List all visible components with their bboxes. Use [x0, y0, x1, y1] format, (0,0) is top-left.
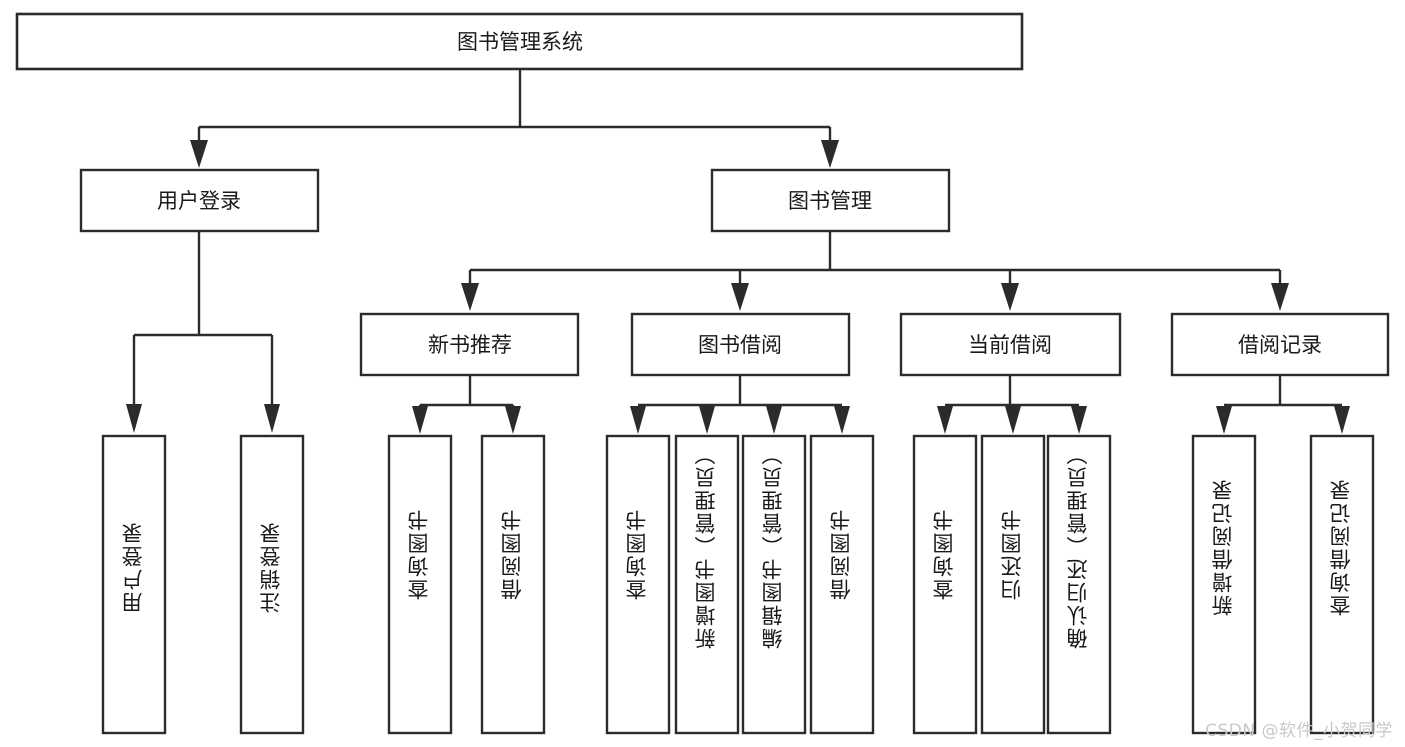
node-book-borrow[interactable]: 图书借阅 — [630, 312, 851, 377]
arrow-head-leaf-query-book-3 — [937, 406, 953, 434]
arrow-head-user-login — [190, 140, 208, 168]
arrow-head-book-manage — [821, 140, 839, 168]
leaf-box-confirm-return[interactable] — [1046, 434, 1112, 735]
arrow-head-leaf-query-book-2 — [630, 406, 646, 434]
node-borrow-record-label: 借阅记录 — [1238, 333, 1322, 357]
node-root-label: 图书管理系统 — [457, 30, 583, 54]
node-root[interactable]: 图书管理系统 — [15, 12, 1024, 71]
node-borrow-record[interactable]: 借阅记录 — [1170, 312, 1390, 377]
arrow-head-borrow-record — [1271, 283, 1289, 311]
node-new-book-recommend-label: 新书推荐 — [428, 333, 512, 357]
leaf-box-query-record[interactable] — [1309, 434, 1375, 735]
leaf-box-query-book-2[interactable] — [605, 434, 671, 735]
arrow-head-leaf-confirm-return — [1071, 406, 1087, 434]
leaf-box-add-record[interactable] — [1191, 434, 1257, 735]
arrow-head-leaf-borrow-book-1 — [505, 406, 521, 434]
node-current-borrow[interactable]: 当前借阅 — [899, 312, 1122, 377]
node-root-box[interactable] — [15, 12, 1024, 71]
node-user-login-label: 用户登录 — [157, 189, 241, 213]
node-borrow-record-box[interactable] — [1170, 312, 1390, 377]
arrow-head-leaf-borrow-book-2 — [834, 406, 850, 434]
arrow-head-leaf-return-book — [1005, 406, 1021, 434]
arrow-head-leaf-query-record — [1334, 406, 1350, 434]
arrow-head-leaf-user-login — [126, 404, 142, 433]
leaf-box-return-book[interactable] — [980, 434, 1046, 735]
arrow-head-current-borrow — [1001, 283, 1019, 311]
node-user-login[interactable]: 用户登录 — [79, 168, 320, 233]
arrow-head-book-borrow — [731, 283, 749, 311]
node-book-borrow-label: 图书借阅 — [698, 333, 782, 357]
leaf-box-query-book-3[interactable] — [912, 434, 978, 735]
leaf-box-borrow-book-1[interactable] — [480, 434, 546, 735]
leaf-box-layer — [101, 434, 1375, 735]
node-user-login-box[interactable] — [79, 168, 320, 233]
node-book-manage[interactable]: 图书管理 — [710, 168, 951, 233]
leaf-box-query-book-1[interactable] — [387, 434, 453, 735]
node-book-manage-box[interactable] — [710, 168, 951, 233]
arrow-head-leaf-add-record — [1216, 406, 1232, 434]
connector-layer — [126, 69, 1350, 434]
arrow-head-leaf-add-book — [699, 406, 715, 434]
node-new-book-recommend-box[interactable] — [359, 312, 580, 377]
arrow-head-leaf-logout — [264, 404, 280, 433]
arrow-head-leaf-edit-book — [766, 406, 782, 434]
leaf-box-edit-book[interactable] — [741, 434, 807, 735]
leaf-box-borrow-book-2[interactable] — [809, 434, 875, 735]
leaf-box-user-login[interactable] — [101, 434, 167, 735]
arrow-head-leaf-query-book-1 — [412, 406, 428, 434]
arrow-head-new-book — [461, 283, 479, 311]
node-current-borrow-box[interactable] — [899, 312, 1122, 377]
leaf-box-add-book[interactable] — [674, 434, 740, 735]
node-book-borrow-box[interactable] — [630, 312, 851, 377]
node-new-book-recommend[interactable]: 新书推荐 — [359, 312, 580, 377]
node-book-manage-label: 图书管理 — [788, 189, 872, 213]
leaf-box-logout[interactable] — [239, 434, 305, 735]
watermark: CSDN @软件_小贺同学 — [1205, 721, 1393, 741]
node-current-borrow-label: 当前借阅 — [968, 333, 1052, 357]
